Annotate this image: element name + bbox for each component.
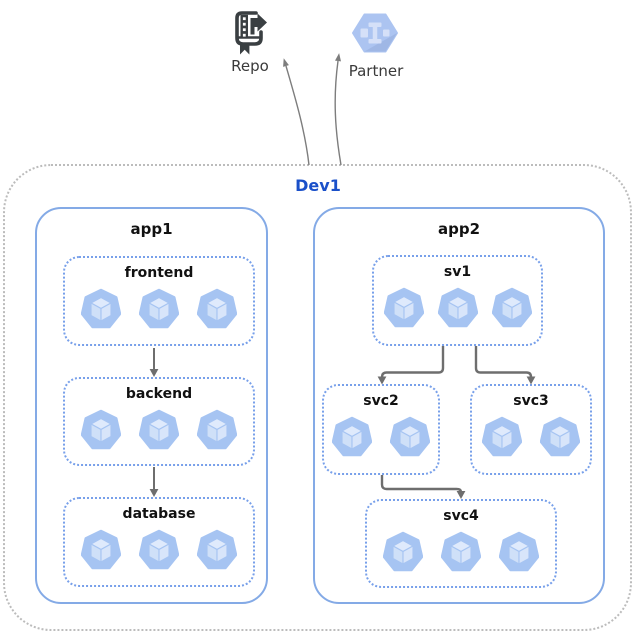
pod-icon bbox=[383, 531, 423, 572]
service-database-label: database bbox=[122, 506, 196, 522]
pod-icon bbox=[390, 416, 430, 457]
service-backend: backend bbox=[63, 377, 255, 466]
service-svc2: svc2 bbox=[322, 384, 440, 475]
service-svc4-label: svc4 bbox=[443, 508, 479, 524]
pod-group-backend bbox=[81, 409, 237, 451]
service-frontend-label: frontend bbox=[124, 265, 194, 281]
pod-icon bbox=[81, 288, 121, 329]
pod-icon bbox=[197, 288, 237, 329]
pod-icon bbox=[383, 287, 424, 328]
partner-node bbox=[352, 13, 398, 57]
pod-icon bbox=[437, 287, 478, 328]
service-svc3: svc3 bbox=[470, 384, 592, 475]
pod-icon bbox=[81, 529, 121, 570]
pod-icon bbox=[139, 529, 179, 570]
pod-group-database bbox=[81, 529, 237, 571]
service-sv1: sv1 bbox=[372, 255, 543, 346]
pod-icon bbox=[482, 416, 522, 457]
app2-label: app2 bbox=[437, 220, 481, 238]
pod-icon bbox=[139, 288, 179, 329]
source-repo-icon bbox=[235, 11, 267, 55]
service-svc2-label: svc2 bbox=[363, 393, 399, 409]
service-backend-label: backend bbox=[125, 386, 193, 402]
app2-container: app2 bbox=[313, 207, 605, 604]
environment-dev1-boundary bbox=[3, 164, 632, 631]
pod-icon bbox=[491, 287, 532, 328]
pod-icon bbox=[540, 416, 580, 457]
repo-label: Repo bbox=[231, 57, 269, 75]
pod-icon bbox=[441, 531, 481, 572]
arrowhead-dev1-partner bbox=[335, 53, 341, 62]
service-database: database bbox=[63, 497, 255, 587]
pod-group-svc4 bbox=[383, 531, 539, 573]
pod-icon bbox=[499, 531, 539, 572]
service-frontend: frontend bbox=[63, 256, 255, 346]
app1-label: app1 bbox=[130, 220, 173, 238]
pod-group-sv1 bbox=[383, 287, 532, 329]
repo-node bbox=[227, 6, 273, 60]
app1-container: app1 bbox=[35, 207, 268, 604]
arrow-dev1-repo bbox=[285, 65, 310, 166]
environment-label: Dev1 bbox=[295, 176, 341, 195]
pod-icon bbox=[197, 409, 237, 450]
service-sv1-label: sv1 bbox=[443, 264, 472, 280]
service-svc3-label: svc3 bbox=[513, 393, 549, 409]
pod-icon bbox=[332, 416, 372, 457]
pod-group-frontend bbox=[81, 288, 237, 330]
service-svc4: svc4 bbox=[365, 499, 557, 588]
pod-icon bbox=[197, 529, 237, 570]
partner-hexagon-icon bbox=[352, 13, 398, 53]
pod-group-svc3 bbox=[482, 416, 580, 458]
pod-group-svc2 bbox=[332, 416, 430, 458]
partner-label: Partner bbox=[348, 62, 404, 80]
pod-icon bbox=[81, 409, 121, 450]
pod-icon bbox=[139, 409, 179, 450]
